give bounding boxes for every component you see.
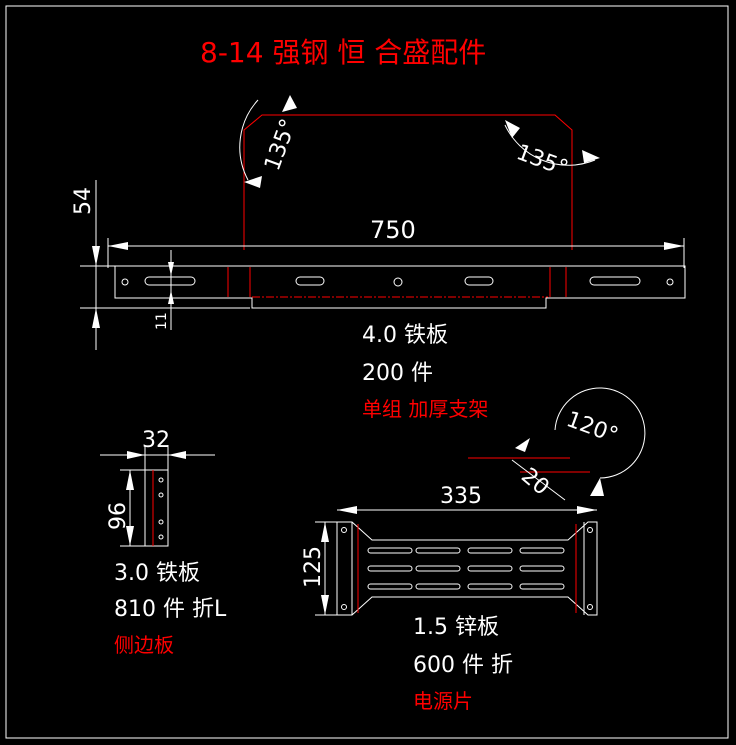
quantity-label: 200 件 [362, 361, 433, 386]
slot [589, 276, 641, 286]
part-bracket: 135° 135° 750 54 11 4.0 铁板 200 件 单组 加 [71, 95, 686, 421]
hole [341, 604, 347, 610]
angle-arc-left [239, 99, 259, 181]
arrowhead [168, 262, 174, 276]
drawing-title: 8-14 强钢 恒 合盛配件 [200, 36, 486, 69]
arrowhead [126, 526, 134, 546]
hole [158, 519, 164, 525]
arrowhead [108, 242, 128, 250]
dim-label-96: 96 [106, 502, 131, 530]
arrowhead [664, 242, 684, 250]
arrowhead [582, 150, 600, 163]
arrowhead [590, 478, 604, 496]
quantity-label: 600 件 折 [413, 653, 513, 678]
hole [587, 604, 593, 610]
hole [121, 278, 129, 286]
arrowhead [337, 506, 357, 514]
slot [464, 276, 494, 286]
hole [341, 527, 347, 533]
dim-label-11: 11 [154, 312, 170, 330]
dim-label-750: 750 [370, 216, 416, 244]
drawing-border [5, 5, 729, 739]
arrowhead [515, 438, 530, 452]
arrowhead [92, 246, 100, 266]
arrowhead [127, 451, 145, 459]
hole [393, 277, 403, 287]
material-label: 1.5 锌板 [413, 615, 499, 640]
arrowhead [282, 95, 297, 112]
part-name-label: 单组 加厚支架 [362, 397, 488, 421]
part-side-plate: 32 96 3.0 铁板 810 件 折L 侧边板 [100, 428, 227, 657]
part-name-label: 侧边板 [114, 633, 174, 657]
slot [144, 276, 196, 286]
dim-label-32: 32 [142, 428, 170, 453]
vent-slots [367, 547, 565, 590]
arrowhead [92, 308, 100, 328]
bent-profile [243, 114, 573, 250]
bracket-outline [114, 265, 686, 309]
dim-label-125: 125 [301, 546, 326, 588]
quantity-label: 810 件 折L [114, 597, 227, 622]
arrowhead [126, 470, 134, 490]
dim-label-335: 335 [440, 484, 482, 509]
hole [158, 534, 164, 540]
arrowhead [321, 595, 329, 615]
arrowhead [168, 451, 186, 459]
hole [666, 278, 674, 286]
hole [158, 492, 164, 498]
power-plate-outline [336, 521, 598, 616]
part-name-label: 电源片 [413, 689, 473, 713]
slot [295, 276, 325, 286]
angle-label-left: 135° [260, 116, 302, 174]
hole [158, 477, 164, 483]
arrowhead [577, 506, 597, 514]
angle-label-right: 135° [513, 140, 571, 182]
arrowhead [321, 522, 329, 542]
material-label: 4.0 铁板 [362, 323, 448, 348]
dim-label-54: 54 [71, 187, 96, 215]
dim-label-20: 20 [516, 463, 554, 500]
hole [587, 527, 593, 533]
side-plate-outline [144, 469, 169, 547]
arrowhead [244, 176, 262, 188]
part-power-plate: 120° 20 335 125 1.5 锌板 600 件 折 电源片 [301, 387, 646, 713]
arrowhead [505, 120, 520, 138]
angle-label: 120° [563, 407, 621, 449]
material-label: 3.0 铁板 [114, 561, 200, 586]
angle-arc [554, 387, 646, 479]
dim-line-20 [511, 459, 566, 501]
arrowhead [168, 290, 174, 304]
